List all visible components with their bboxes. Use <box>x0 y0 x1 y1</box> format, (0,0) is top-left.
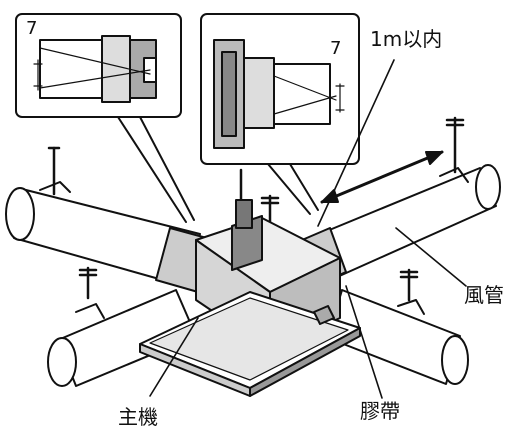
left-detail-mark: 7 <box>26 18 37 39</box>
duct-lower-left <box>47 289 197 387</box>
leader-lines <box>149 59 467 399</box>
label-distance: 1m以内 <box>370 27 442 51</box>
left-detail-inset: 7 <box>15 13 195 223</box>
main-unit <box>139 199 361 397</box>
right-detail-inset: 7 <box>200 13 360 215</box>
label-tape: 膠帶 <box>360 399 400 423</box>
label-main-unit: 主機 <box>118 405 158 429</box>
right-detail-mark: 7 <box>330 38 341 59</box>
label-duct: 風管 <box>464 283 504 307</box>
duct-lower-right <box>327 289 469 385</box>
distance-arrow <box>320 150 444 204</box>
